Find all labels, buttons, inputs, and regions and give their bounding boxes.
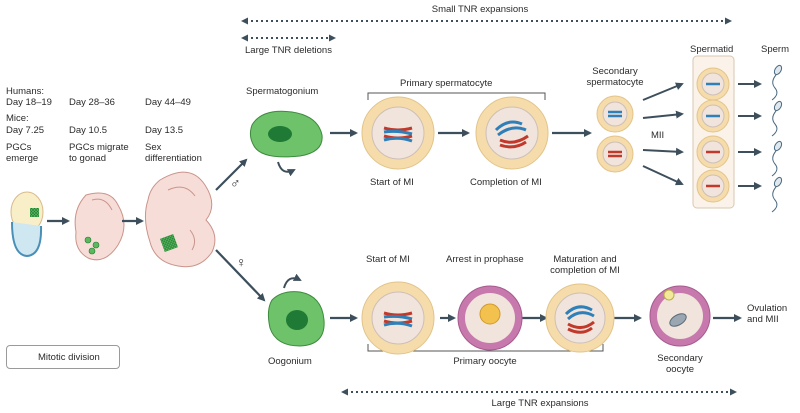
- primary-oocyte-bracket: [367, 344, 604, 352]
- arrow-sec-to-st2: [642, 110, 684, 119]
- sex-diff-1: Sex: [145, 142, 162, 153]
- spermatogonium-cell: [249, 110, 323, 158]
- small-tnr-label: Small TNR expansions: [431, 4, 529, 15]
- day-m3: Day 13.5: [145, 125, 184, 136]
- day-h1: Day 18–19: [6, 97, 52, 108]
- male-symbol: ♂: [230, 175, 241, 191]
- completion-mi-label: Completion of MI: [470, 177, 542, 188]
- maturation-label-2: completion of MI: [550, 265, 620, 276]
- mii-label: MII: [651, 130, 665, 141]
- ovulation-label-1: Ovulation: [747, 303, 788, 314]
- secondary-oocyte-cell: [649, 285, 711, 347]
- late-embryo-illustration: [144, 171, 216, 268]
- male-start-mi-label: Start of MI: [370, 177, 414, 188]
- oogonium-cell: [267, 291, 325, 347]
- sperm-label: Sperm: [761, 44, 789, 55]
- day-m1: Day 7.25: [6, 125, 45, 136]
- day-m2: Day 10.5: [69, 125, 108, 136]
- mitotic-arrow-female: [283, 273, 302, 289]
- arrow-sec-to-st4: [642, 165, 684, 186]
- arrow-sec-to-st3: [642, 147, 684, 156]
- migrating-embryo-illustration: [74, 192, 125, 261]
- sex-diff-2: differentiation: [145, 153, 202, 164]
- oocyte-start-mi-cell: [361, 281, 435, 355]
- arrow-to-male: [215, 158, 248, 191]
- oogonium-label: Oogonium: [268, 356, 312, 367]
- secondary-spermatocyte-cells: [596, 95, 634, 173]
- spermatocyte-start-mi-cell: [361, 96, 435, 170]
- large-exp-label: Large TNR expansions: [491, 398, 589, 409]
- female-start-mi-label: Start of MI: [366, 254, 410, 265]
- primary-spermatocyte-label: Primary spermatocyte: [400, 78, 493, 89]
- arrest-prophase-label: Arrest in prophase: [446, 254, 524, 265]
- primary-oocyte-label: Primary oocyte: [453, 356, 517, 367]
- oocyte-arrest-prophase-cell: [457, 285, 523, 351]
- day-h3: Day 44–49: [145, 97, 191, 108]
- primary-spermatocyte-bracket: [367, 92, 546, 100]
- maturation-label-1: Maturation and: [553, 254, 617, 265]
- pgcs-emerge-2: emerge: [6, 153, 39, 164]
- pgcs-migrate-2: to gonad: [69, 153, 106, 164]
- humans-label: Humans:: [6, 86, 45, 97]
- sperm-cells: [771, 64, 783, 213]
- pgcs-migrate-1: PGCs migrate: [69, 142, 129, 153]
- large-del-label: Large TNR deletions: [245, 45, 332, 56]
- spermatid-cells: [696, 67, 730, 203]
- legend-box: [6, 345, 120, 369]
- female-symbol: ♀: [236, 254, 247, 270]
- oocyte-maturation-cell: [545, 283, 615, 353]
- mice-label: Mice:: [6, 113, 29, 124]
- spermatocyte-completion-mi-cell: [475, 96, 549, 170]
- ovulation-label-2: and MII: [747, 314, 779, 325]
- spermatid-label: Spermatid: [690, 44, 734, 55]
- legend-label: Mitotic division: [38, 352, 100, 363]
- arrow-to-female: [215, 249, 266, 302]
- secondary-spermatocyte-label-2: spermatocyte: [586, 77, 644, 88]
- secondary-oocyte-label-1: Secondary: [657, 353, 703, 364]
- secondary-spermatocyte-label-1: Secondary: [592, 66, 638, 77]
- mitotic-arrow-male: [277, 161, 296, 177]
- pgc-embryo-illustration: [10, 191, 44, 258]
- spermatogonium-label: Spermatogonium: [246, 86, 319, 97]
- pgcs-emerge-1: PGCs: [6, 142, 32, 153]
- arrow-sec-to-st1: [642, 82, 684, 101]
- day-h2: Day 28–36: [69, 97, 115, 108]
- secondary-oocyte-label-2: oocyte: [666, 364, 694, 375]
